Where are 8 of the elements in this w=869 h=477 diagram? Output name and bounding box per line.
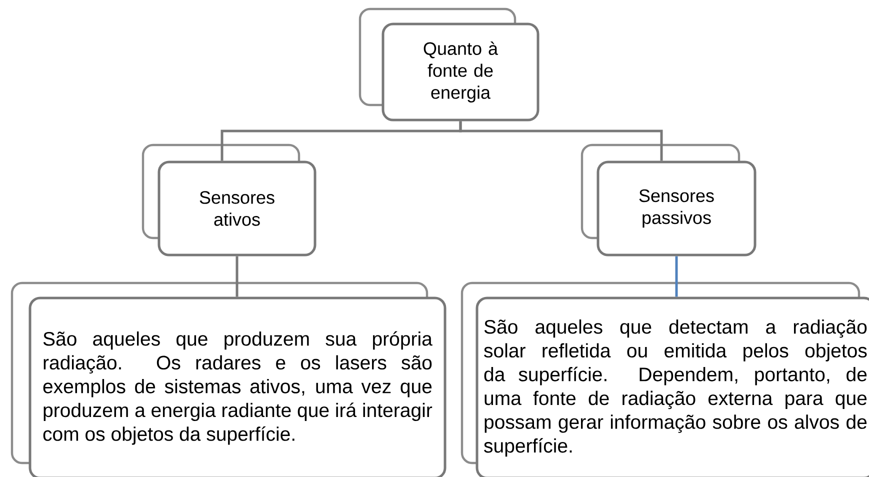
text-box: Quanto à fonte de energia — [358, 8, 540, 122]
text-box: Sensores passivos — [580, 144, 756, 256]
connector-line — [236, 256, 238, 297]
connector-line — [675, 256, 678, 297]
text-box: Sensores ativos — [142, 144, 316, 256]
text-box: São aqueles que detectam a radiação solar refletida ou emitida pelos objetos da superfície. Dependem, portanto, de uma fonte de radiação externa para que possam gerar informação sobre os alvos de superfície. — [460, 282, 869, 477]
text-box: São aqueles que produzem sua própria radiação. Os radares e os lasers são exemplos de sistemas ativos, uma vez que produzem a energia radiante que irá interagir com os objetos da superfície. — [10, 282, 446, 477]
connector-line — [459, 121, 663, 161]
